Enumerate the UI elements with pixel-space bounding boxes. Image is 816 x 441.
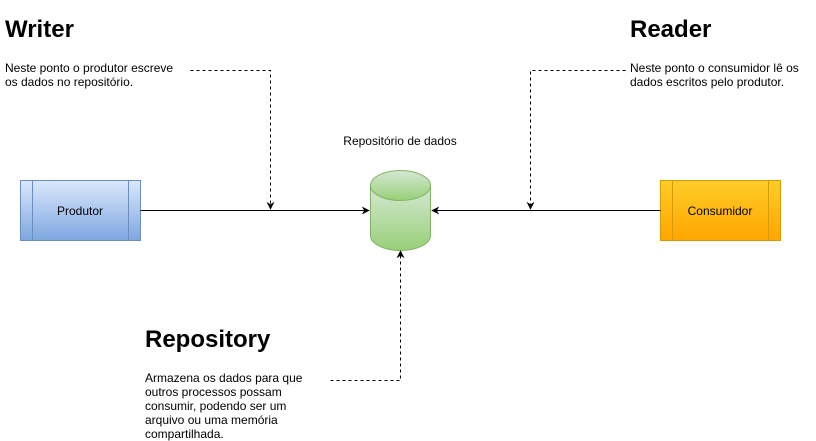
datastore-top: [370, 170, 431, 201]
repository-heading: Repository: [145, 326, 271, 353]
writer-description: Neste ponto o produtor escreve os dados …: [5, 61, 174, 89]
datastore-node[interactable]: [370, 170, 431, 251]
consumer-label: Consumidor: [687, 204, 753, 218]
reader-description: Neste ponto o consumidor lê os dados esc…: [630, 61, 799, 89]
repository-description: Armazena os dados para que outros proces…: [145, 371, 303, 441]
consumer-node[interactable]: [660, 180, 781, 241]
consumer-box: [660, 180, 781, 241]
producer-label: Produtor: [56, 204, 104, 218]
writer-connector: [190, 70, 275, 210]
producer-box: [20, 180, 141, 241]
datastore-label: Repositório de dados: [343, 134, 457, 148]
reader-heading: Reader: [630, 16, 712, 43]
reader-connector: [526, 70, 626, 210]
repository-connector: [330, 250, 405, 381]
writer-heading: Writer: [5, 16, 74, 43]
producer-node[interactable]: [20, 180, 141, 241]
